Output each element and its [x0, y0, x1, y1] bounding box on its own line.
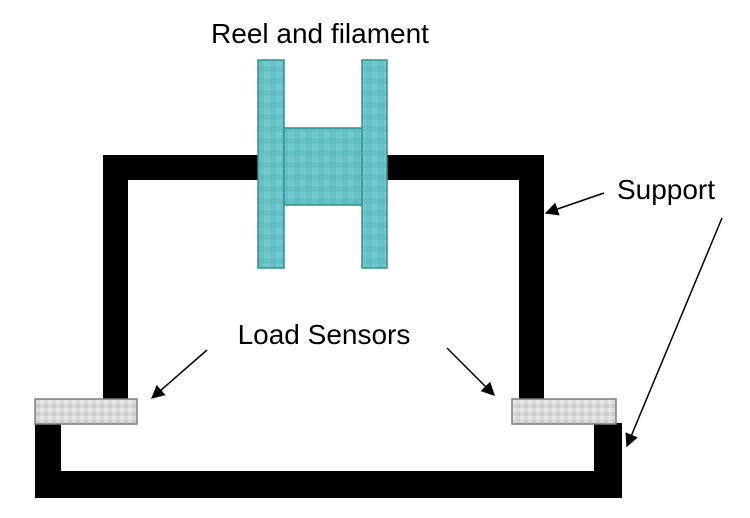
- load-sensors: [34, 398, 617, 425]
- support-frame: [103, 155, 544, 399]
- arrow-sensor-left: [150, 349, 208, 399]
- reel-hub: [282, 127, 364, 206]
- reel-right-flange: [361, 59, 388, 269]
- base-frame: [35, 423, 622, 498]
- reel-spool: [257, 59, 388, 269]
- support-top-bar-right: [380, 155, 544, 180]
- callout-arrows: [150, 192, 723, 448]
- support-label: Support: [617, 174, 715, 205]
- support-top-bar-left: [103, 155, 268, 180]
- support-right-leg: [519, 155, 544, 399]
- arrow-support-upper: [544, 192, 605, 216]
- load-sensors-label: Load Sensors: [238, 319, 411, 350]
- arrow-sensor-right: [446, 347, 495, 396]
- load-sensor-left: [34, 398, 138, 425]
- reel-label: Reel and filament: [211, 18, 429, 49]
- base-right-post: [594, 423, 622, 498]
- support-left-leg: [103, 155, 128, 399]
- base-bottom-bar: [35, 471, 622, 498]
- arrow-support-lower: [625, 217, 723, 448]
- load-sensor-right: [511, 398, 617, 425]
- reel-left-flange: [257, 59, 285, 269]
